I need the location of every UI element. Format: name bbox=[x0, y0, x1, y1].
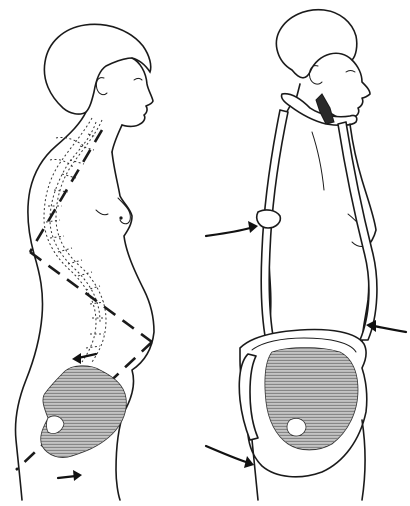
spine bbox=[44, 118, 106, 362]
right-hair bbox=[276, 10, 356, 78]
left-ear bbox=[96, 78, 107, 95]
left-arrow-spine bbox=[72, 353, 96, 364]
left-nipple bbox=[119, 216, 122, 219]
right-face bbox=[332, 60, 370, 119]
right-arm-line bbox=[312, 132, 324, 190]
left-armpit bbox=[96, 210, 108, 215]
left-arrow-leg bbox=[58, 470, 82, 481]
right-arrow-underarm bbox=[206, 221, 258, 236]
right-eye bbox=[346, 71, 355, 73]
left-front-outline bbox=[112, 152, 154, 500]
right-arrow-hip bbox=[206, 446, 254, 468]
left-neck-front bbox=[112, 125, 122, 152]
right-leg-front bbox=[362, 420, 365, 500]
right-figure bbox=[206, 10, 406, 500]
underarm-pad bbox=[257, 210, 281, 228]
brace-uprights bbox=[261, 110, 377, 342]
right-ear bbox=[309, 66, 322, 84]
left-pelvis bbox=[41, 366, 127, 458]
left-hair bbox=[44, 24, 150, 114]
left-figure bbox=[15, 24, 154, 500]
left-eye bbox=[134, 79, 142, 81]
right-pelvis-notch bbox=[287, 418, 306, 436]
